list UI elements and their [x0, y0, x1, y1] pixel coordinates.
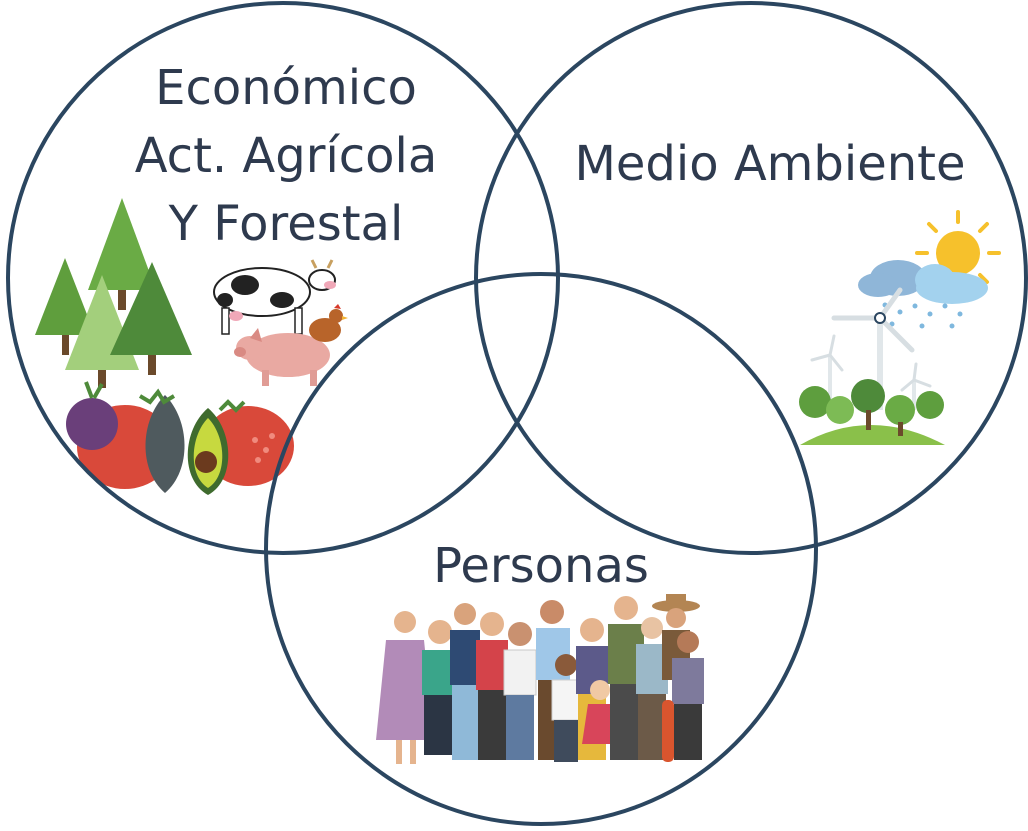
label-medio-ambiente: Medio Ambiente	[574, 136, 965, 192]
people-group-illustration	[376, 594, 704, 764]
person-figure	[551, 654, 581, 762]
venn-circles	[6, 1, 1028, 826]
vegetables-illustration	[66, 381, 294, 495]
label-economico: Económico Act. Agrícola Y Forestal	[135, 60, 438, 252]
cow-illustration	[213, 259, 336, 335]
person-figure	[582, 680, 618, 744]
pine-tree	[110, 262, 192, 375]
person-figure	[376, 611, 434, 764]
circle-medio-ambiente	[474, 1, 1028, 555]
label-personas: Personas	[433, 538, 649, 594]
label-economico-line-3: Y Forestal	[168, 196, 404, 252]
pig-illustration	[234, 328, 330, 386]
person-figure	[476, 612, 508, 760]
clouds-icon	[858, 260, 988, 304]
trees-landscape-icon	[799, 379, 945, 445]
circle-economico	[6, 1, 560, 555]
label-economico-line-1: Económico	[155, 60, 417, 116]
rain-icon	[882, 302, 963, 329]
pine-trees-illustration	[35, 198, 192, 388]
pine-tree	[35, 258, 95, 355]
person-figure	[503, 622, 537, 760]
person-figure	[422, 620, 458, 755]
wind-turbines-icon	[810, 287, 932, 410]
circle-personas	[264, 272, 818, 826]
pine-tree	[88, 198, 156, 310]
label-economico-line-2: Act. Agrícola	[135, 128, 438, 184]
person-figure	[662, 631, 704, 762]
hen-illustration	[309, 304, 348, 342]
person-figure	[450, 603, 480, 760]
